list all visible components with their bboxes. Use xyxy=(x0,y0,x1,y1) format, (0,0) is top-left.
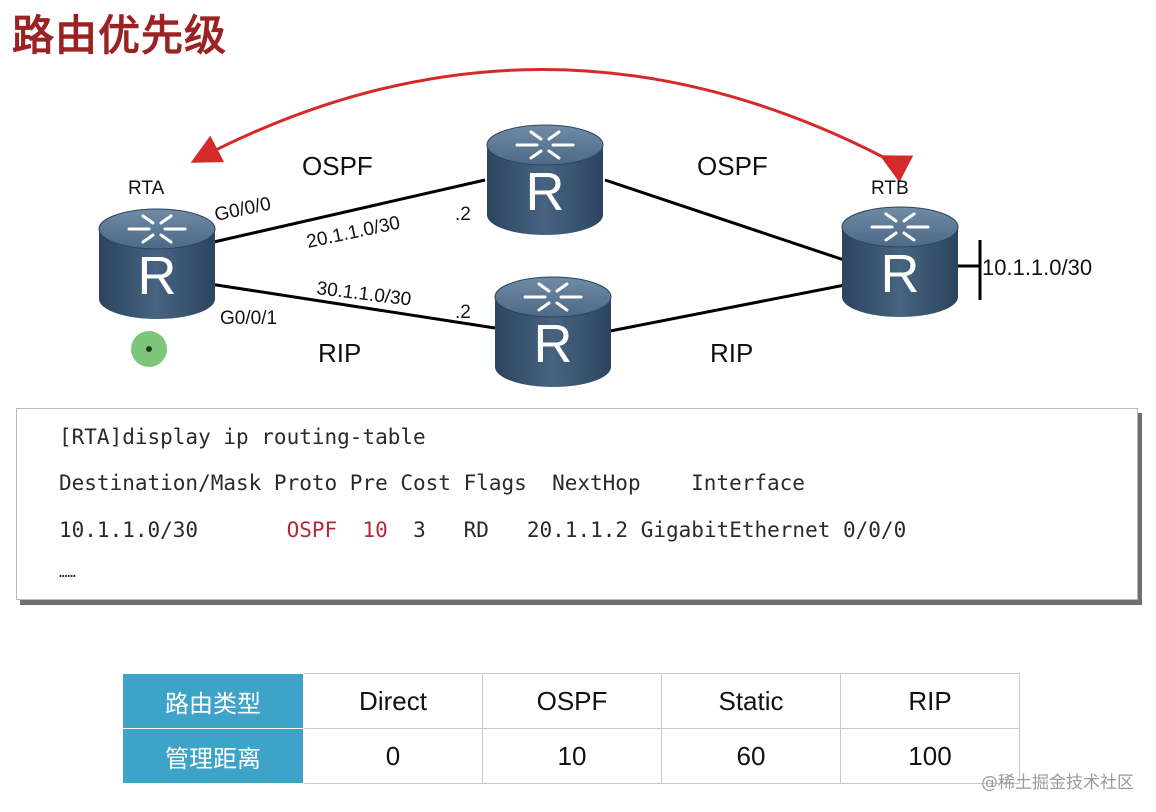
distance-cell: 0 xyxy=(303,728,483,784)
priority-table: 路由类型 Direct OSPF Static RIP 管理距离 0 10 60… xyxy=(122,673,1020,784)
router-rta[interactable]: R xyxy=(97,207,217,321)
cli-dest: 10.1.1.0/30 xyxy=(59,518,199,542)
router-rtb-glyph: R xyxy=(881,244,920,304)
router-rta-glyph: R xyxy=(138,246,177,306)
link-rta-top xyxy=(204,178,486,246)
host-label-top: .2 xyxy=(455,204,471,225)
router-bottom-glyph: R xyxy=(534,314,573,374)
protocol-label-ospf-left: OSPF xyxy=(302,151,373,181)
priority-row-type: 路由类型 Direct OSPF Static RIP xyxy=(122,673,1020,729)
cli-cost: 3 xyxy=(413,518,426,542)
protocol-label-ospf-right: OSPF xyxy=(697,151,768,181)
cli-output-box: [RTA]display ip routing-table Destinatio… xyxy=(16,408,1138,600)
network-diagram: R R R R RTA RTB OSPF OSPF RIP RIP G0/0/0… xyxy=(97,68,1092,389)
router-rtb-name: RTB xyxy=(871,178,909,199)
type-cell: Direct xyxy=(303,673,483,729)
link-rta-bottom xyxy=(209,282,496,330)
priority-row-distance: 管理距离 0 10 60 100 xyxy=(122,728,1020,784)
type-cell: RIP xyxy=(840,673,1020,729)
cli-flags: RD xyxy=(463,518,489,542)
cli-interface: GigabitEthernet 0/0/0 xyxy=(640,518,907,542)
link-bottom-rtb xyxy=(604,282,851,334)
cli-nexthop: 20.1.1.2 xyxy=(526,518,629,542)
protocol-label-rip-left: RIP xyxy=(318,338,361,368)
cli-pre: 10 xyxy=(362,518,388,542)
protocol-label-rip-right: RIP xyxy=(710,338,753,368)
row-header-admin-distance: 管理距离 xyxy=(122,728,304,784)
network-label-10: 10.1.1.0/30 xyxy=(982,255,1092,280)
router-top[interactable]: R xyxy=(485,123,605,237)
page-title: 路由优先级 xyxy=(12,11,228,60)
distance-cell: 100 xyxy=(840,728,1020,784)
watermark: @稀土掘金技术社区 xyxy=(981,773,1134,793)
interface-label-g000: G0/0/0 xyxy=(213,193,273,225)
cli-proto: OSPF xyxy=(286,518,338,542)
type-cell: OSPF xyxy=(482,673,662,729)
host-label-bottom: .2 xyxy=(455,302,471,323)
cli-command: [RTA]display ip routing-table xyxy=(59,425,426,449)
link-top-rtb xyxy=(604,178,851,264)
distance-cell: 10 xyxy=(482,728,662,784)
interface-label-g001: G0/0/1 xyxy=(220,308,277,329)
cli-header: Destination/Mask Proto Pre Cost Flags Ne… xyxy=(59,471,805,495)
network-label-30: 30.1.1.0/30 xyxy=(315,278,412,310)
type-cell: Static xyxy=(661,673,841,729)
router-bottom[interactable]: R xyxy=(493,275,613,389)
distance-cell: 60 xyxy=(661,728,841,784)
route-direction-arrow xyxy=(190,68,914,183)
router-rtb[interactable]: R xyxy=(840,205,960,319)
cli-more: …… xyxy=(59,565,76,581)
router-rta-name: RTA xyxy=(128,178,165,199)
cli-route-row: 10.1.1.0/30 OSPF 10 3 RD 20.1.1.2 Gigabi… xyxy=(59,518,906,542)
row-header-route-type: 路由类型 xyxy=(122,673,304,729)
router-top-glyph: R xyxy=(526,162,565,222)
